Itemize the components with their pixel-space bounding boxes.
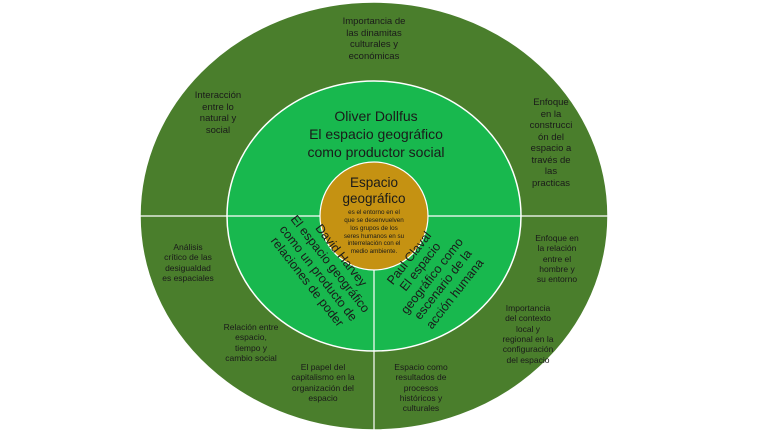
outer-top-right-text: Enfoque en la construcci ón del espacio … <box>529 97 573 190</box>
middle-top-text: Oliver Dollfus El espacio geográfico com… <box>307 108 445 161</box>
outer-bottom-text: Espacio como resultados de procesos hist… <box>394 362 448 414</box>
outer-bottom-left-1-text: Relación entre espacio, tiempo y cambio … <box>223 322 279 364</box>
core-circle <box>319 161 429 271</box>
outer-top-left-text: Interacción entre lo natural y social <box>194 90 242 136</box>
core-title: Espacio geográfico <box>342 175 406 207</box>
outer-right-2-text: Importancia del contexto local y regiona… <box>502 303 554 365</box>
outer-bottom-left-2-text: El papel del capitalismo en la organizac… <box>291 362 355 404</box>
outer-left-text: Análisis crítico de las desigualdad es e… <box>162 242 214 284</box>
outer-top-text: Importancia de las dinamitas culturales … <box>342 16 406 62</box>
outer-right-1-text: Enfoque en la relación entre el hombre y… <box>535 233 579 285</box>
core-description: es el entorno en el que se desenvuelven … <box>343 209 405 256</box>
